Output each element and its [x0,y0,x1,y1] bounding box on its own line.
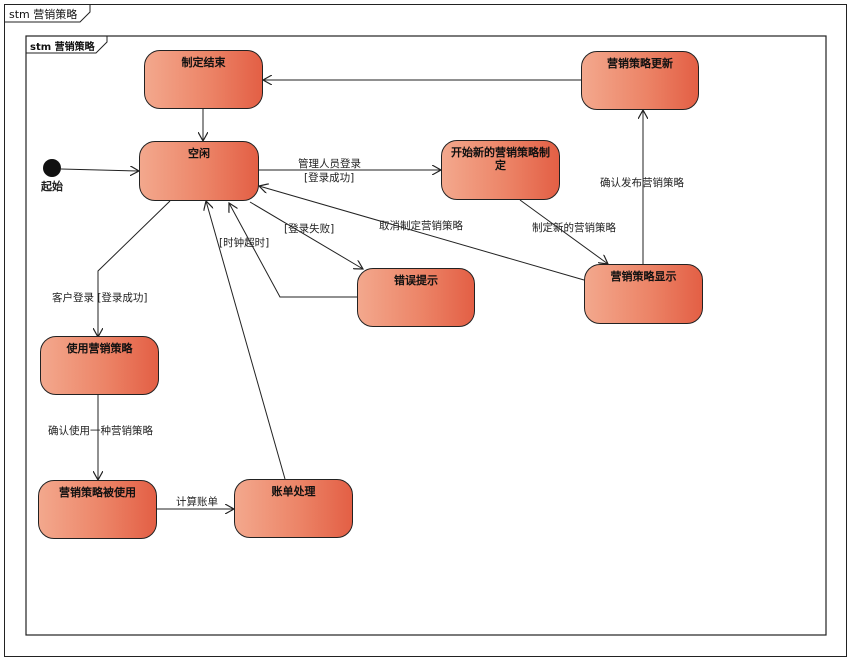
edge-idle-use [98,200,171,337]
edge-error-idle [229,203,357,298]
initial-node [43,159,61,177]
label-make-new: 制定新的营销策略 [532,222,616,234]
state-bill-processing[interactable]: 账单处理 [234,479,353,538]
state-idle[interactable]: 空闲 [139,141,259,201]
label-confirm-use: 确认使用一种营销策略 [48,425,153,437]
state-strategy-update[interactable]: 营销策略更新 [581,51,699,110]
inner-frame-title: stm 营销策略 [30,42,95,53]
edge-initial-idle [60,169,139,171]
state-strategy-display[interactable]: 营销策略显示 [584,264,703,324]
initial-node-label: 起始 [41,180,63,193]
inner-frame-tab [26,36,108,54]
label-admin-login: 管理人员登录 [298,158,361,170]
label-cancel-make: 取消制定营销策略 [379,220,463,232]
edge-bill-idle [206,201,286,480]
edge-startnew-display [519,199,608,264]
edge-display-idle [259,186,585,281]
label-login-success: [登录成功] [304,172,355,184]
state-start-new[interactable]: 开始新的营销策略制定 [441,140,560,200]
state-strategy-used[interactable]: 营销策略被使用 [38,480,157,539]
edge-idle-error [249,201,363,269]
inner-frame [25,35,827,636]
label-confirm-publish: 确认发布营销策略 [600,177,684,189]
outer-frame-tab [4,4,91,23]
label-customer-login: 客户登录 [登录成功] [52,292,148,304]
label-calc-bill: 计算账单 [176,496,218,508]
label-login-fail: [登录失败] [284,223,335,235]
state-make-plan[interactable]: 制定结束 [144,50,263,109]
state-use-strategy[interactable]: 使用营销策略 [40,336,159,395]
outer-frame-title: stm 营销策略 [9,8,78,21]
label-timeout: [时钟超时] [219,237,270,249]
outer-frame [4,4,847,657]
state-error[interactable]: 错误提示 [357,268,475,327]
